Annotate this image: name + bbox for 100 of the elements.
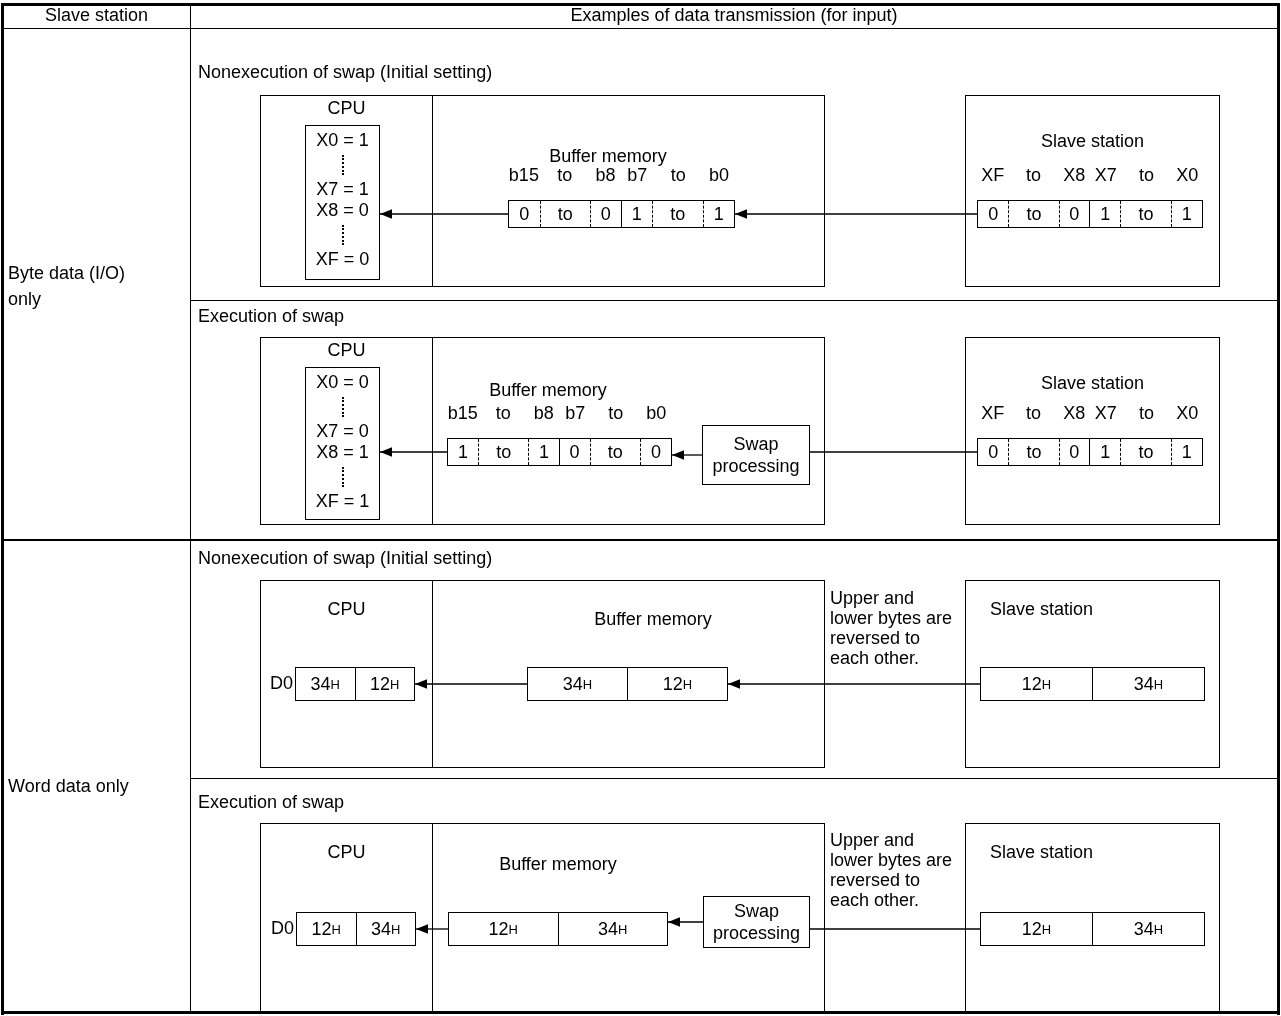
- section-title: CPU: [326, 842, 367, 863]
- bit-label: b15: [508, 165, 540, 187]
- range-text: to: [495, 440, 513, 464]
- module-panel: [260, 337, 433, 525]
- bit-label: b7: [564, 403, 587, 425]
- range-text: to: [1138, 165, 1155, 187]
- column-header: Slave station: [43, 5, 150, 26]
- range-text: to: [1025, 403, 1042, 425]
- bit-value: 1: [1090, 201, 1122, 227]
- bit-value: 0: [978, 201, 1010, 227]
- panel-heading: Nonexecution of swap (Initial setting): [198, 547, 494, 570]
- bit-label: b7: [627, 165, 648, 187]
- arrow: [379, 447, 448, 457]
- panel-heading: Nonexecution of swap (Initial setting): [198, 61, 494, 84]
- arrow: [727, 679, 981, 689]
- section-title: Slave station: [990, 842, 1095, 863]
- range-text: to: [556, 202, 574, 226]
- range-text: to: [494, 403, 512, 425]
- section-title: Buffer memory: [548, 146, 668, 167]
- range-text: to: [1137, 440, 1155, 464]
- bit-value: 1: [1090, 439, 1122, 465]
- bit-value: 0: [978, 439, 1010, 465]
- register-box: [977, 438, 1203, 466]
- bit-value: 0: [1058, 201, 1090, 227]
- bit-value: 0: [509, 201, 541, 227]
- register-name: D0: [270, 918, 294, 939]
- input-list-box: [305, 125, 380, 280]
- module-panel: [260, 95, 433, 287]
- bit-value: 0: [590, 201, 622, 227]
- bit-value: 1: [1170, 201, 1202, 227]
- range-text: to: [1025, 202, 1043, 226]
- input-value: X8 = 1: [316, 442, 369, 463]
- bit-value: 1: [448, 439, 480, 465]
- bit-label: b0: [708, 165, 731, 187]
- bit-value: 1: [702, 201, 734, 227]
- bit-value: 1: [528, 439, 560, 465]
- connector-line: [809, 451, 978, 453]
- input-value: X7 = 1: [316, 179, 369, 200]
- arrow: [734, 209, 978, 219]
- process-box: [702, 425, 810, 485]
- row-header: Word data only: [8, 775, 130, 798]
- bit-value: 0: [559, 439, 591, 465]
- register-box: [296, 912, 416, 946]
- module-panel: [432, 95, 825, 287]
- module-panel: [965, 823, 1220, 1012]
- process-text: Swap processing: [711, 433, 801, 477]
- section-title: CPU: [326, 599, 367, 620]
- register-box: [448, 912, 668, 946]
- register-name: D0: [269, 673, 293, 694]
- range-text: to: [606, 440, 624, 464]
- arrow: [415, 924, 449, 934]
- panel-heading: Execution of swap: [198, 305, 346, 328]
- arrow: [667, 917, 704, 927]
- bit-value: 1: [1170, 439, 1202, 465]
- module-panel: [260, 580, 433, 768]
- section-title: CPU: [326, 340, 367, 361]
- bit-label: b8: [594, 165, 616, 187]
- range-text: to: [1025, 165, 1042, 187]
- module-panel: [965, 580, 1220, 768]
- column-header: Examples of data transmission (for input): [569, 5, 899, 26]
- section-title: Slave station: [1039, 131, 1146, 152]
- bit-label: X7: [1093, 403, 1118, 425]
- input-value: X7 = 0: [316, 421, 369, 442]
- register-box: [980, 667, 1205, 701]
- section-title: Buffer memory: [593, 609, 713, 630]
- row-header: Byte data (I/O) only: [8, 262, 127, 311]
- register-box: [508, 200, 735, 228]
- section-title: Slave station: [990, 599, 1095, 620]
- range-text: to: [607, 403, 625, 425]
- process-box: [703, 896, 810, 948]
- bit-label: XF: [980, 403, 1006, 425]
- bit-value: 1: [621, 201, 653, 227]
- module-panel: [432, 823, 825, 1012]
- bit-label: b0: [645, 403, 668, 425]
- input-value: X8 = 0: [316, 200, 369, 221]
- register-box: [977, 200, 1203, 228]
- bit-value: 0: [639, 439, 671, 465]
- section-title: Buffer memory: [498, 854, 618, 875]
- register-box: [447, 438, 672, 466]
- bit-label: X8: [1062, 403, 1087, 425]
- range-text: to: [669, 165, 687, 187]
- section-title: Slave station: [1039, 373, 1146, 394]
- bit-label: b8: [532, 403, 555, 425]
- input-value: X0 = 1: [316, 130, 369, 151]
- process-text: Swap processing: [711, 900, 801, 944]
- input-list-box: [305, 367, 380, 520]
- bit-value: 0: [1058, 439, 1090, 465]
- bit-label: X0: [1175, 403, 1200, 425]
- register-box: [295, 667, 415, 701]
- module-panel: [432, 580, 825, 768]
- bit-label: X8: [1062, 165, 1087, 187]
- register-box: [527, 667, 728, 701]
- bit-label: b15: [447, 403, 479, 425]
- bit-label: X0: [1175, 165, 1200, 187]
- range-text: to: [556, 165, 574, 187]
- bit-label: XF: [980, 165, 1006, 187]
- input-value: X0 = 0: [316, 372, 369, 393]
- panel-heading: Execution of swap: [198, 791, 346, 814]
- range-text: to: [1137, 202, 1155, 226]
- input-value: XF = 0: [315, 249, 370, 270]
